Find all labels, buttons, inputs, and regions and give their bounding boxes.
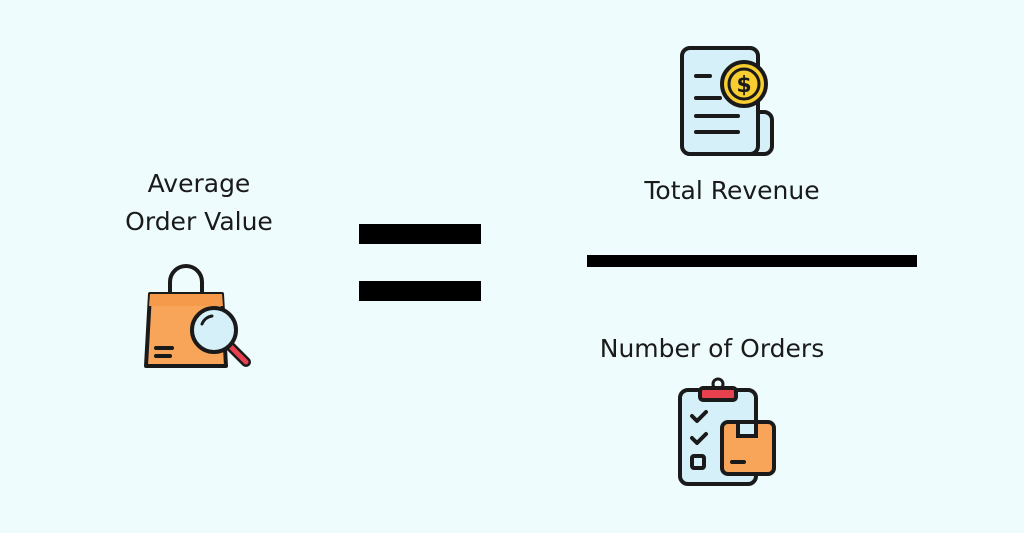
fraction-line [587,255,917,267]
numerator-label: Total Revenue [644,176,820,205]
shopping-bag-search-icon [144,264,251,368]
receipt-dollar-icon: $ [680,46,774,156]
svg-text:$: $ [736,73,751,98]
equals-sign-top-bar [359,224,481,244]
lhs-label-line1: Average [147,169,251,198]
denominator-label: Number of Orders [599,334,825,363]
lhs-label-line2: Order Value [125,207,273,236]
equals-sign-bottom-bar [359,281,481,301]
clipboard-package-icon [678,377,776,486]
